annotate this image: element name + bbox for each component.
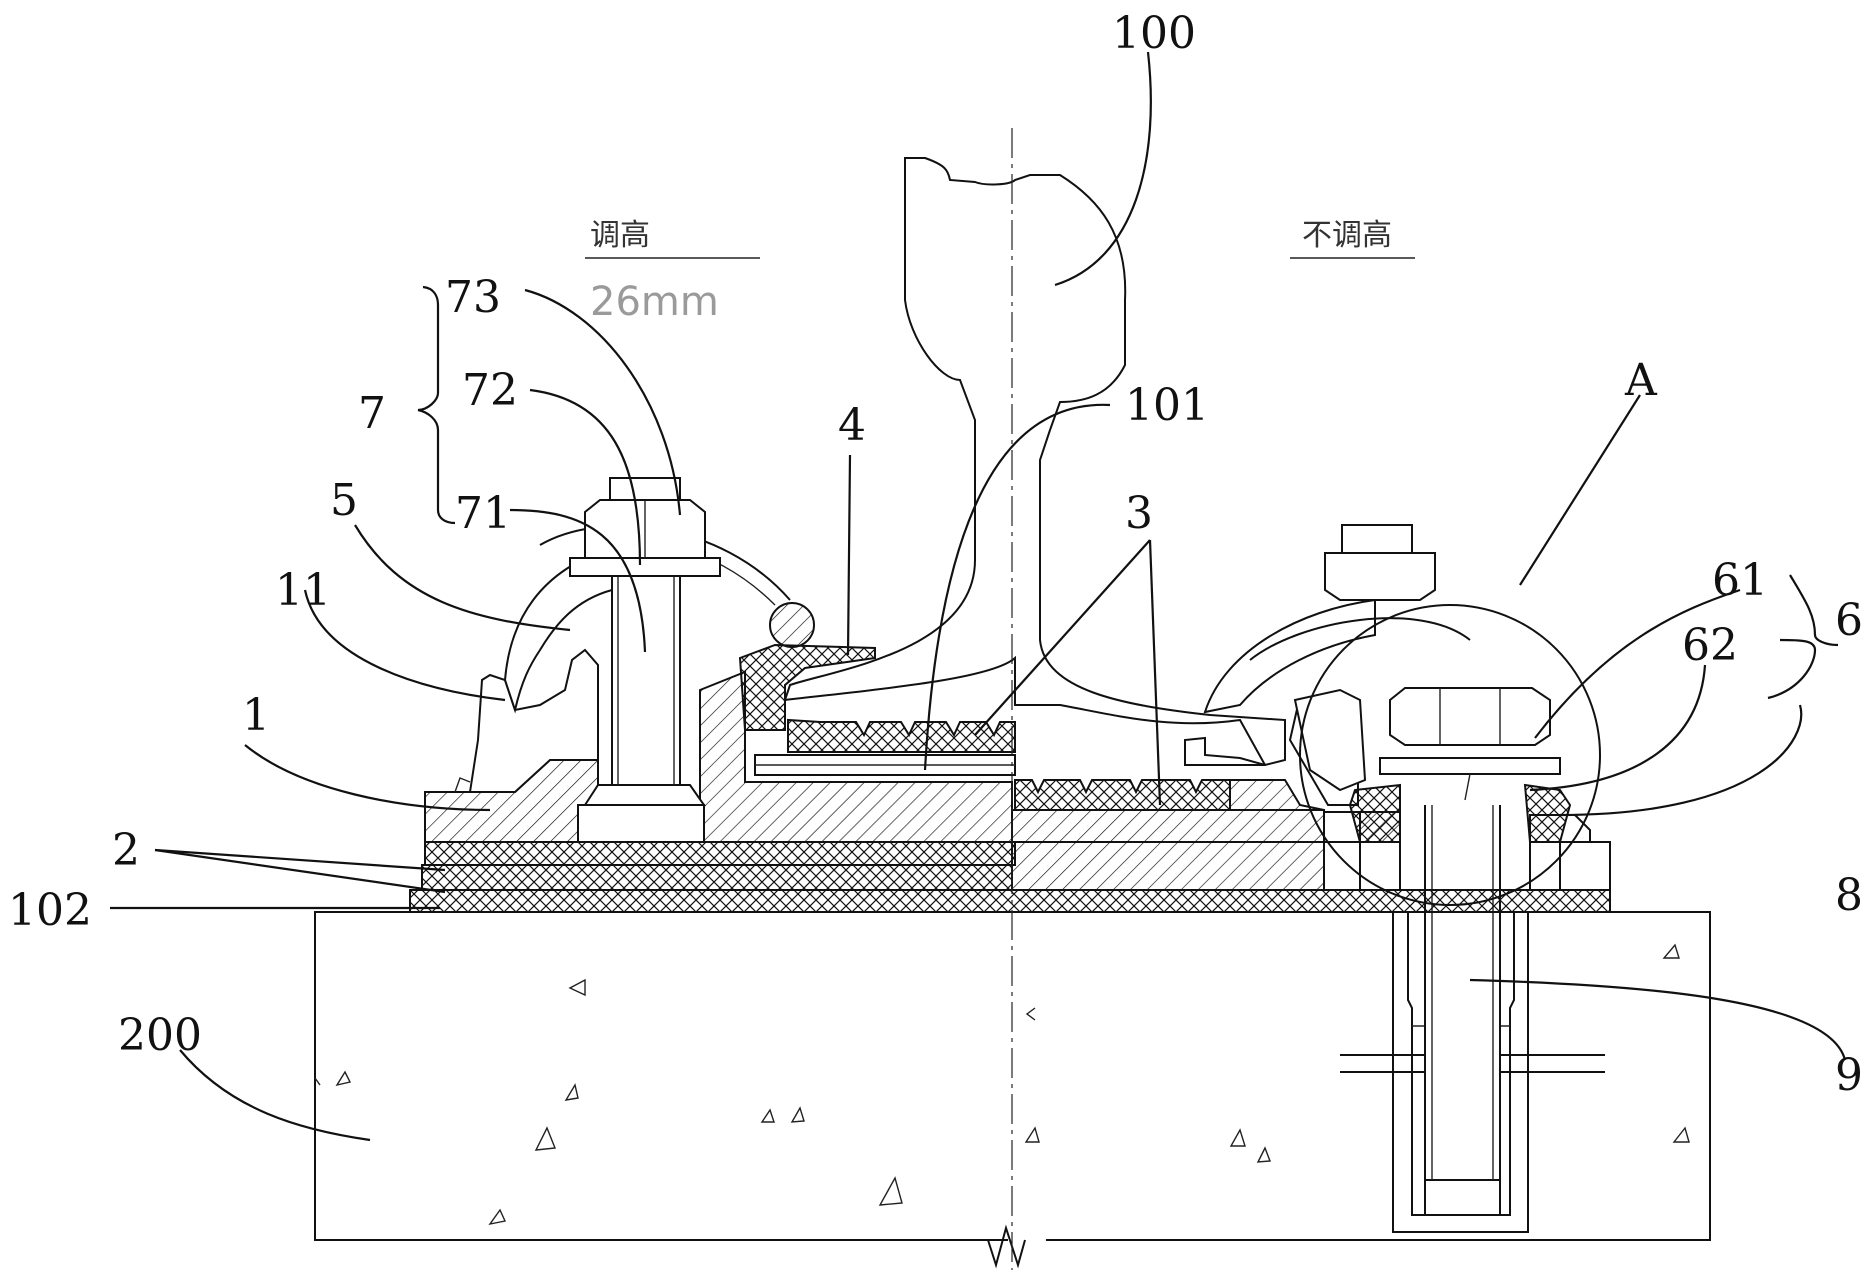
label-9: 9 <box>1835 1050 1863 1101</box>
rail-100 <box>783 157 1286 767</box>
insulating-sleeve-8 <box>1348 783 1572 843</box>
adjust-value: 26mm <box>590 279 719 325</box>
part-labels: 100 101 3 4 73 72 7 71 5 11 1 2 102 200 … <box>8 8 1863 1101</box>
layer-102-and-pads-2 <box>409 841 1611 913</box>
washer-72 <box>569 557 721 577</box>
label-7: 7 <box>358 388 386 439</box>
label-11: 11 <box>275 565 331 616</box>
leader-lines <box>110 51 1847 1142</box>
label-62: 62 <box>1682 620 1738 671</box>
washer-62 <box>1379 757 1561 801</box>
shoulder-11 <box>454 648 599 793</box>
label-2: 2 <box>112 825 140 876</box>
anchor-bolt-9 <box>1424 805 1501 1181</box>
label-8: 8 <box>1835 870 1863 921</box>
right-nut-upper <box>1324 524 1436 601</box>
label-1: 1 <box>242 690 270 741</box>
right-shoulder <box>1293 688 1367 792</box>
adjust-note: 调高 <box>590 218 650 253</box>
label-101: 101 <box>1125 380 1209 431</box>
aggregate-marks <box>314 943 1690 1226</box>
flange-nut-61 <box>1389 687 1551 746</box>
label-200: 200 <box>118 1010 202 1061</box>
label-5: 5 <box>330 475 358 526</box>
label-71: 71 <box>455 488 511 539</box>
label-100: 100 <box>1112 8 1196 59</box>
rail-pad-3-left <box>787 718 1016 753</box>
label-102: 102 <box>8 885 92 936</box>
plate-101 <box>754 754 1016 776</box>
label-61: 61 <box>1712 555 1768 606</box>
label-4: 4 <box>838 400 866 451</box>
annotation-not-adjusted: 不调高 <box>1290 218 1415 259</box>
right-base-plate <box>1184 736 1325 811</box>
insulating-gauge-block-4 <box>738 643 876 731</box>
label-72: 72 <box>462 365 518 416</box>
label-73: 73 <box>445 272 501 323</box>
detail-circle-A <box>1299 604 1601 906</box>
label-A: A <box>1624 355 1658 406</box>
nut-73 <box>584 477 706 559</box>
label-3: 3 <box>1125 488 1153 539</box>
t-bolt-head-71 <box>577 784 706 843</box>
rail-pad-3-right <box>1014 779 1231 811</box>
annotation-adjusted: 调高 26mm <box>585 218 760 325</box>
no-adjust-note: 不调高 <box>1302 218 1392 253</box>
label-6: 6 <box>1835 595 1863 646</box>
